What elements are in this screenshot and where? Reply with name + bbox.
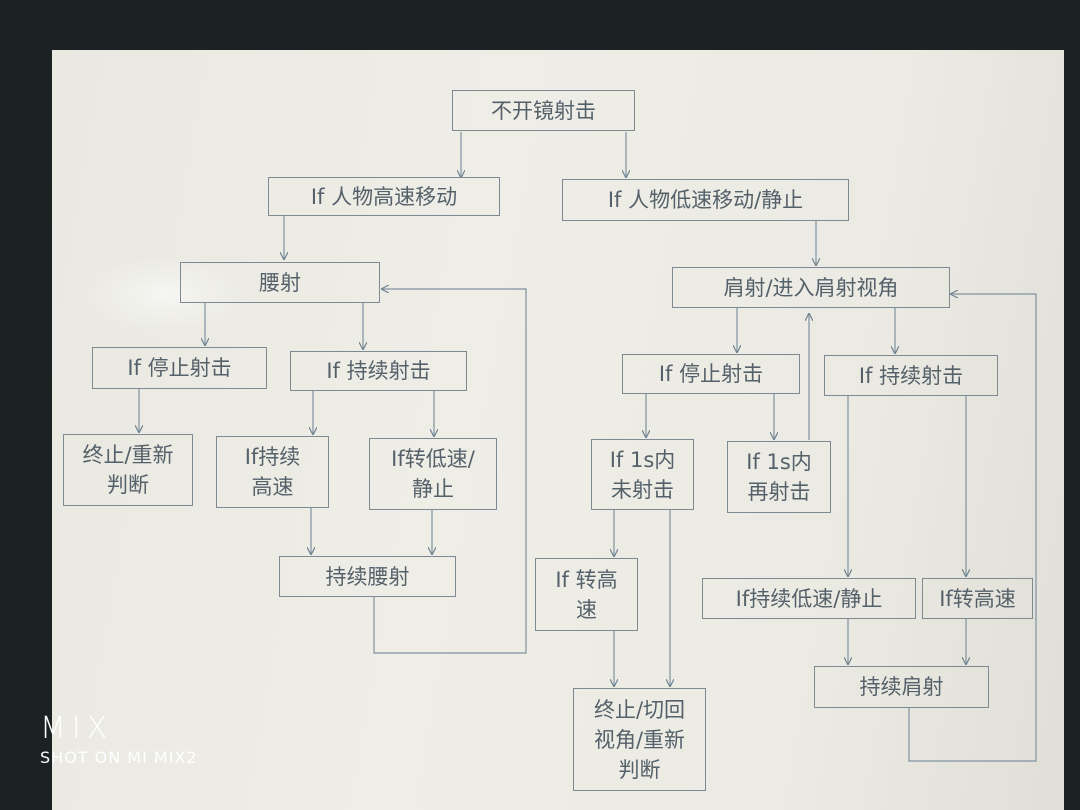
loop-keepshoulder-shoulder [908,294,1037,762]
node-no-fire-within-1s: If 1s内 未射击 [591,439,694,510]
node-shoulder-stop-firing: If 停止射击 [622,354,800,394]
node-shoulder-terminate: 终止/切回 视角/重新 判断 [573,688,706,791]
node-hip-keep-high-speed: If持续 高速 [216,436,329,508]
node-hip-fire: 腰射 [180,262,380,303]
node-hip-terminate: 终止/重新 判断 [63,434,193,506]
watermark-caption: SHOT ON MI MIX2 [40,748,198,767]
watermark-brand: MIX [40,711,114,746]
node-no-scope-shooting: 不开镜射击 [452,90,635,131]
node-go-high-speed: If转高速 [922,578,1033,619]
monitor-screen [52,50,1064,810]
camera-watermark: MIX SHOT ON MI MIX2 [40,711,198,768]
node-refire-within-1s: If 1s内 再射击 [727,441,831,513]
node-low-speed-or-still: If 人物低速移动/静止 [562,179,849,221]
node-shoulder-keep-firing: If 持续射击 [824,355,998,396]
node-keep-hip-fire: 持续腰射 [279,556,456,597]
loop-keephip-hip [373,289,527,654]
node-keep-low-speed: If持续低速/静止 [702,578,916,619]
node-hip-stop-firing: If 停止射击 [92,347,267,389]
node-high-speed-move: If 人物高速移动 [268,177,500,216]
node-keep-shoulder-fire: 持续肩射 [814,666,989,708]
node-hip-keep-firing: If 持续射击 [290,351,467,391]
node-switch-high-speed: If 转高 速 [535,558,638,631]
node-hip-switch-low-speed: If转低速/ 静止 [369,438,497,510]
node-shoulder-fire: 肩射/进入肩射视角 [672,267,950,308]
